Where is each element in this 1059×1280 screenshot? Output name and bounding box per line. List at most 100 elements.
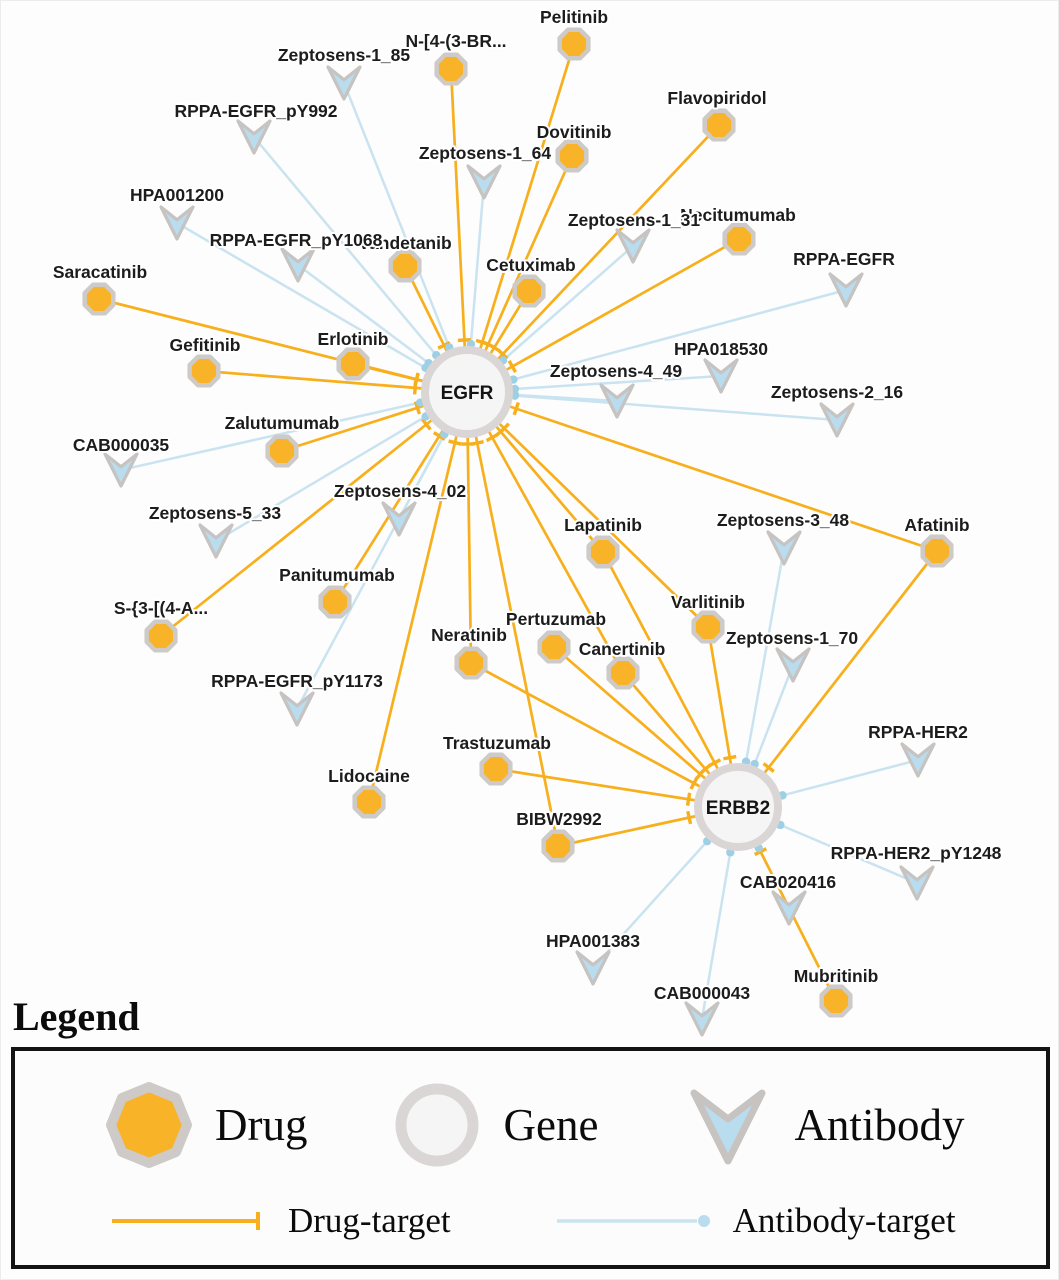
node-canertinib[interactable]: [606, 656, 640, 690]
drug-shape: [388, 249, 422, 283]
antibody-shape: [819, 402, 855, 438]
node-label-cab000043: CAB000043: [654, 983, 751, 1003]
antibody-shape: [198, 523, 234, 559]
node-label-afatinib: Afatinib: [904, 515, 969, 535]
drug-shape: [702, 108, 736, 142]
gene-shape: [421, 346, 513, 438]
node-necitumumab[interactable]: [722, 222, 756, 256]
drug-shape: [691, 610, 725, 644]
edge-bibw2992--egfr: [465, 391, 560, 847]
node-erlotinib[interactable]: [336, 347, 370, 381]
node-zeptosens-1-31[interactable]: [615, 228, 651, 264]
drug-shape: [555, 139, 589, 173]
edge-afatinib--erbb2: [736, 550, 939, 808]
node-label-hpa001383: HPA001383: [546, 931, 640, 951]
drug-icon: [106, 1082, 192, 1168]
node-rppa-egfr[interactable]: [828, 272, 864, 308]
edge-rppa-egfr-py992--egfr: [253, 136, 468, 393]
node-cab000043[interactable]: [684, 1001, 720, 1037]
node-zeptosens-1-85[interactable]: [326, 65, 362, 101]
drug-shape: [557, 27, 591, 61]
drug-shape: [144, 619, 178, 653]
node-label-hpa018530: HPA018530: [674, 339, 768, 359]
edge-lapatinib--erbb2: [601, 551, 740, 808]
node-label-rppa-egfr: RPPA-EGFR: [793, 249, 895, 269]
node-label-zeptosens-1-31: Zeptosens-1_31: [568, 210, 701, 230]
node-label-neratinib: Neratinib: [431, 625, 507, 645]
node-zeptosens-1-64[interactable]: [466, 164, 502, 200]
legend-item-drug-target: Drug-target: [110, 1201, 451, 1241]
node-zeptosens-5-33[interactable]: [198, 523, 234, 559]
node-zeptosens-1-70[interactable]: [775, 647, 811, 683]
edge-n-4-3-br--egfr: [449, 68, 469, 393]
node-cab020416[interactable]: [771, 890, 807, 926]
node-afatinib[interactable]: [920, 534, 954, 568]
node-label-canertinib: Canertinib: [579, 639, 666, 659]
edge-cab000035--egfr: [120, 390, 468, 472]
node-hpa001383[interactable]: [575, 950, 611, 986]
node-label-mubritinib: Mubritinib: [794, 966, 879, 986]
node-flavopiridol[interactable]: [702, 108, 736, 142]
node-label-hpa001200: HPA001200: [130, 185, 224, 205]
node-bibw2992[interactable]: [541, 829, 575, 863]
node-rppa-egfr-py992[interactable]: [236, 119, 272, 155]
gene-shape: [694, 763, 782, 851]
node-label-rppa-egfr-py992: RPPA-EGFR_pY992: [174, 101, 337, 121]
node-dovitinib[interactable]: [555, 139, 589, 173]
edge-rppa-egfr-py1173--egfr: [295, 391, 469, 710]
tee-terminator: [685, 792, 692, 806]
drug-target-edge-icon: [112, 1212, 260, 1230]
node-pertuzumab[interactable]: [537, 630, 571, 664]
node-label-rppa-her2-py1248: RPPA-HER2_pY1248: [831, 843, 1002, 863]
tee-terminator: [723, 754, 737, 761]
node-saracatinib[interactable]: [82, 282, 116, 316]
tee-terminator: [686, 810, 693, 825]
node-n-4-3-br[interactable]: [434, 52, 468, 86]
tee-terminator: [498, 422, 510, 435]
node-vandetanib[interactable]: [388, 249, 422, 283]
node-label-cab000035: CAB000035: [73, 435, 170, 455]
legend-label-drug-target: Drug-target: [288, 1201, 451, 1240]
node-gefitinib[interactable]: [187, 354, 221, 388]
node-label-varlitinib: Varlitinib: [671, 592, 745, 612]
node-zeptosens-4-49[interactable]: [599, 383, 635, 419]
node-hpa018530[interactable]: [703, 358, 739, 394]
node-erbb2[interactable]: ERBB2: [694, 763, 782, 851]
node-s-3-4-a[interactable]: [144, 619, 178, 653]
antibody-shape: [703, 358, 739, 394]
node-rppa-egfr-py1173[interactable]: [279, 691, 315, 727]
node-neratinib[interactable]: [454, 646, 488, 680]
drug-shape: [336, 347, 370, 381]
node-pelitinib[interactable]: [557, 27, 591, 61]
node-mubritinib[interactable]: [819, 984, 853, 1018]
terminator-layer: [412, 338, 787, 857]
antibody-shape: [684, 1001, 720, 1037]
node-cab000035[interactable]: [103, 452, 139, 488]
node-trastuzumab[interactable]: [479, 752, 513, 786]
node-label-necitumumab: Necitumumab: [680, 205, 796, 225]
antibody-shape: [466, 164, 502, 200]
node-rppa-egfr-py1068[interactable]: [280, 247, 316, 283]
node-cetuximab[interactable]: [512, 274, 546, 308]
node-label-lapatinib: Lapatinib: [564, 515, 642, 535]
node-label-lidocaine: Lidocaine: [328, 766, 410, 786]
edge-layer: [98, 43, 939, 1020]
edge-rppa-egfr--egfr: [466, 288, 847, 394]
node-egfr[interactable]: EGFR: [421, 346, 513, 438]
node-rppa-her2[interactable]: [900, 742, 936, 778]
node-varlitinib[interactable]: [691, 610, 725, 644]
drug-shape: [512, 274, 546, 308]
edge-afatinib--egfr: [466, 390, 938, 553]
node-zalutumumab[interactable]: [265, 434, 299, 468]
node-rppa-her2-py1248[interactable]: [899, 865, 935, 901]
node-zeptosens-4-02[interactable]: [381, 501, 417, 537]
node-label-pelitinib: Pelitinib: [540, 7, 608, 27]
node-lapatinib[interactable]: [586, 535, 620, 569]
node-panitumumab[interactable]: [318, 585, 352, 619]
drug-shape: [318, 585, 352, 619]
drug-shape: [187, 354, 221, 388]
node-zeptosens-2-16[interactable]: [819, 402, 855, 438]
node-hpa001200[interactable]: [159, 205, 195, 241]
node-lidocaine[interactable]: [352, 785, 386, 819]
node-zeptosens-3-48[interactable]: [766, 530, 802, 566]
